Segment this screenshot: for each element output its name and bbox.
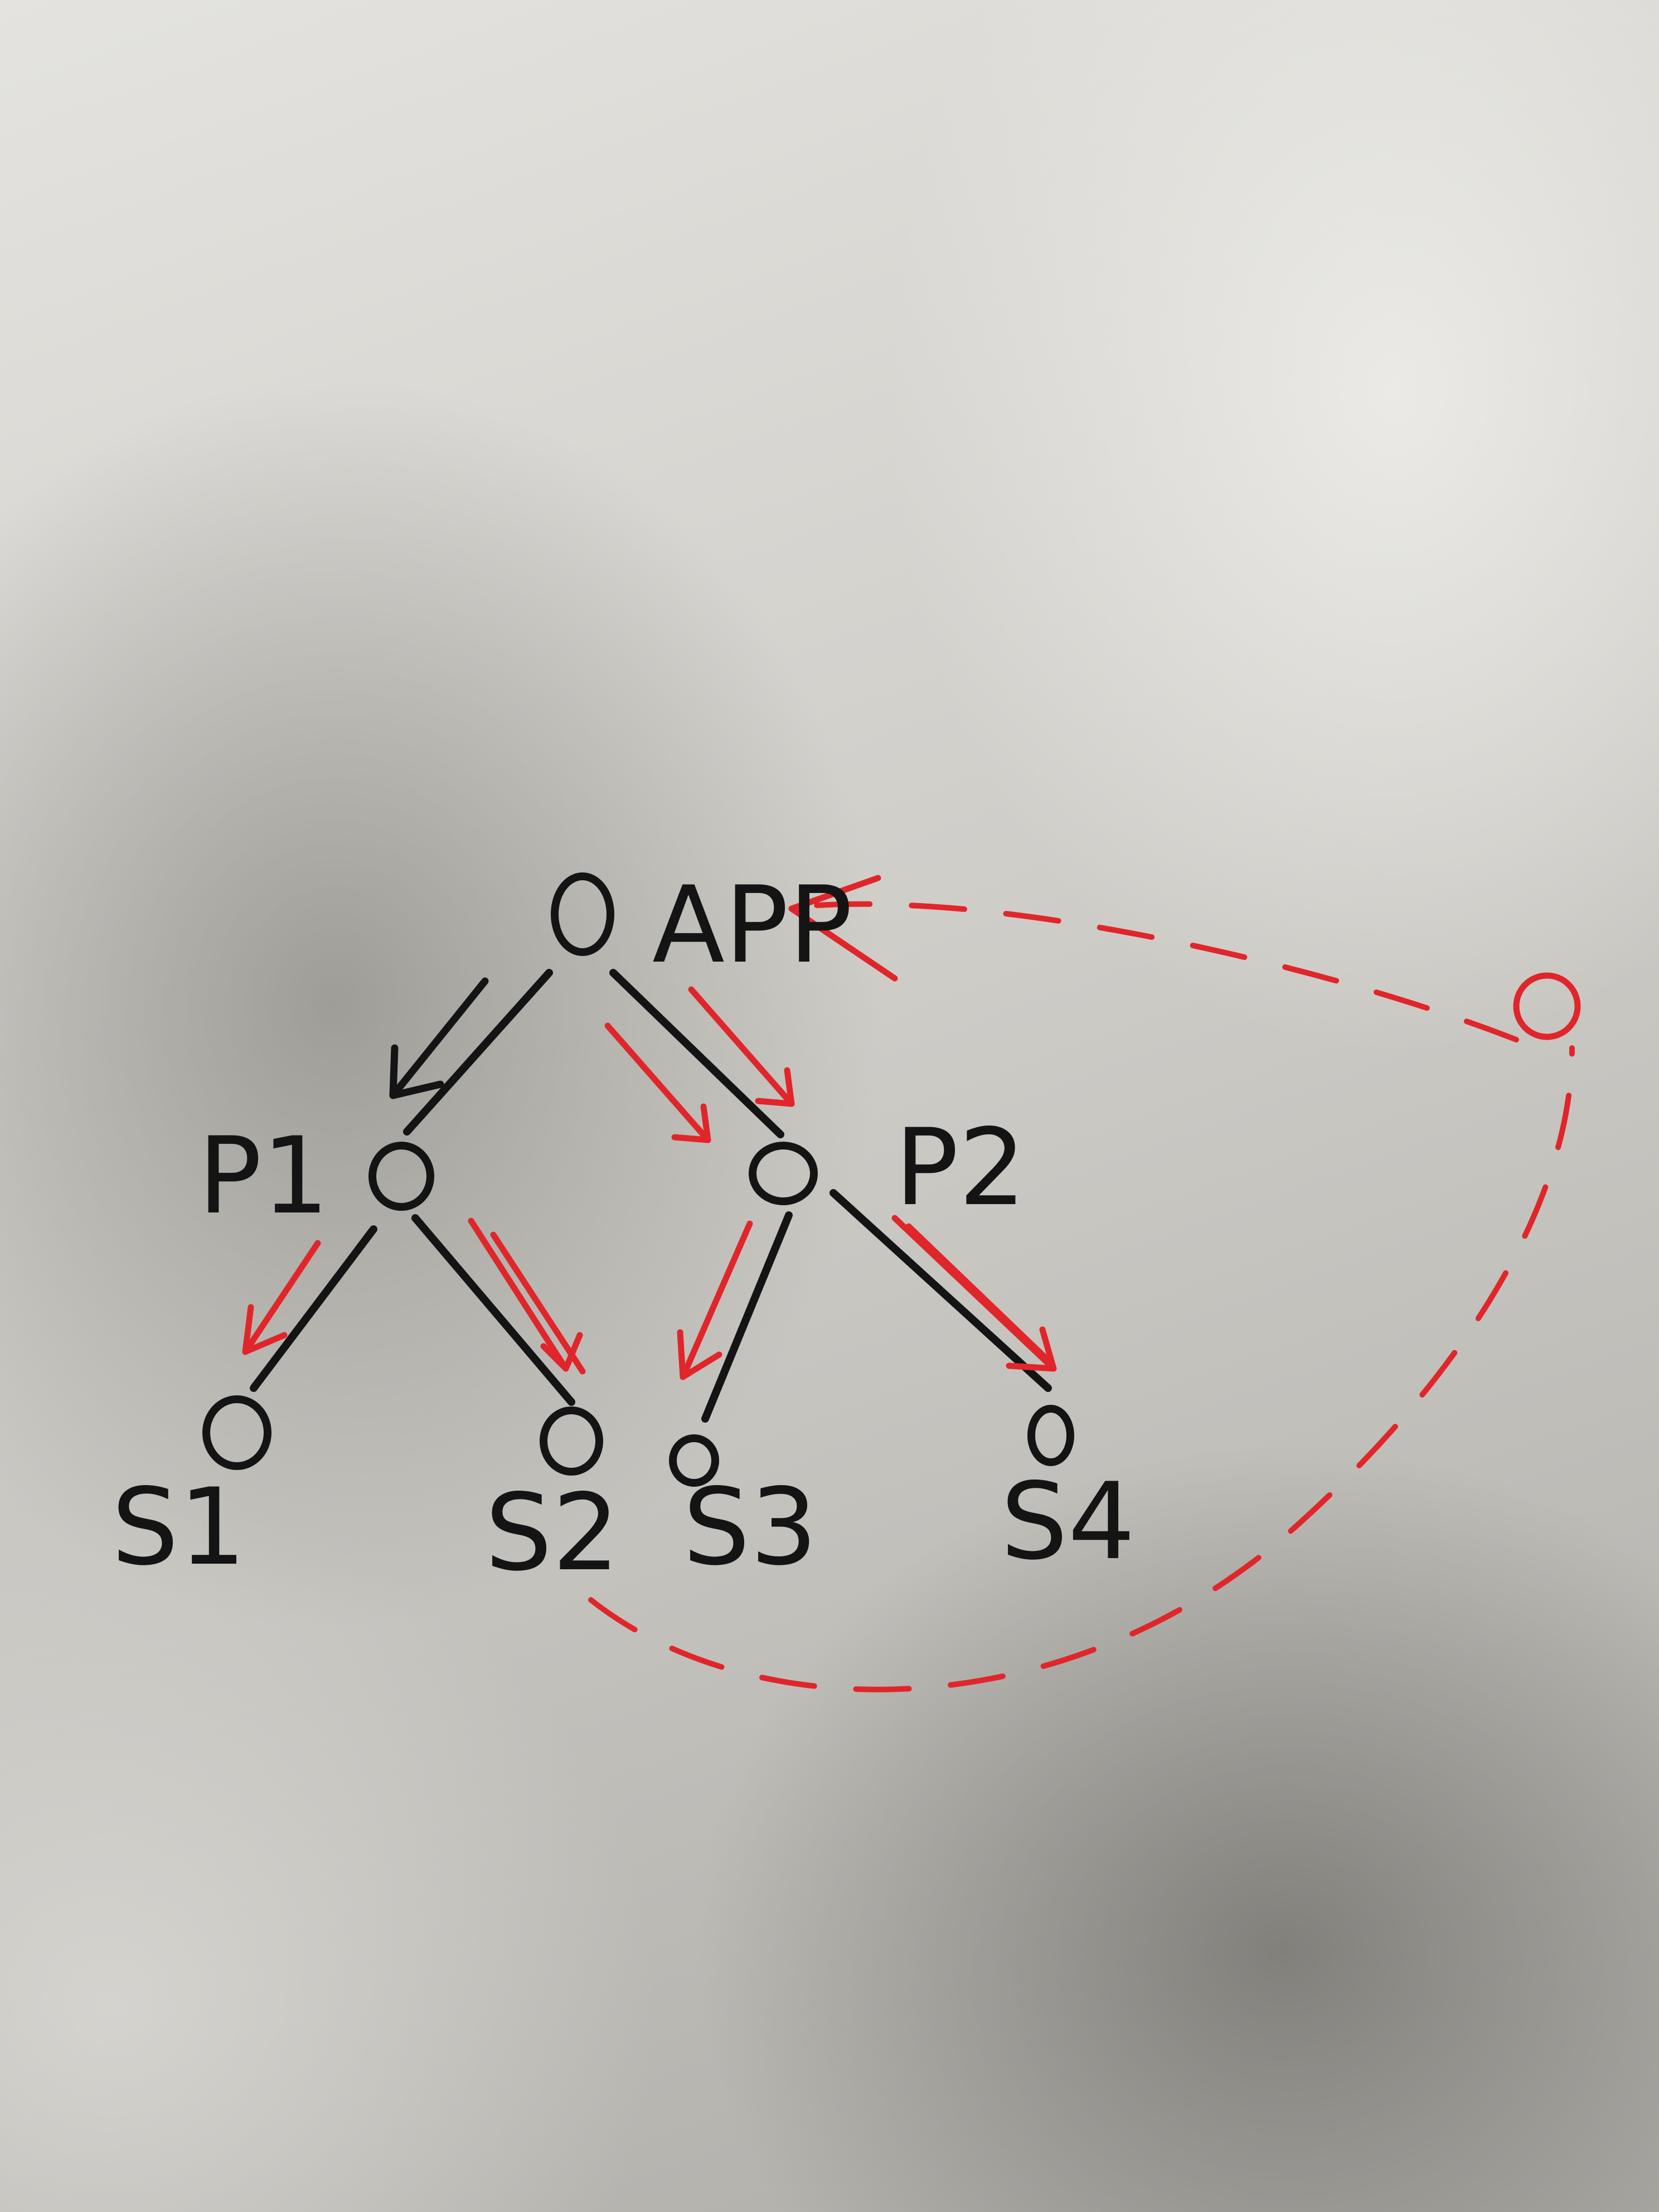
edge-p2-s4 bbox=[830, 1189, 1052, 1392]
label-s2: S2 bbox=[485, 1471, 620, 1594]
edge-p2-s3 bbox=[701, 1211, 793, 1423]
red-arrow-p1-s2-b bbox=[490, 1231, 586, 1375]
black-arrow-app-to-p1 bbox=[389, 977, 489, 1099]
red-arrows bbox=[242, 986, 1057, 1380]
red-arrow-p1-s1 bbox=[242, 1240, 321, 1355]
node-s1 bbox=[202, 1395, 271, 1470]
label-p2: P2 bbox=[895, 1106, 1026, 1229]
red-arrow-p2-s3 bbox=[677, 1220, 753, 1380]
label-s4: S4 bbox=[1001, 1460, 1136, 1583]
edge-p1-s2 bbox=[411, 1214, 575, 1406]
edge-app-p1 bbox=[403, 969, 553, 1136]
node-app bbox=[551, 872, 614, 956]
red-dashed-loop bbox=[588, 875, 1581, 1692]
red-loop-node bbox=[1513, 972, 1581, 1040]
label-app: APP bbox=[652, 864, 852, 987]
node-s2 bbox=[540, 1406, 603, 1476]
edge-app-p2 bbox=[609, 969, 784, 1138]
node-p1 bbox=[368, 1142, 434, 1211]
edge-p1-s1 bbox=[250, 1225, 377, 1392]
red-arrow-app-p2-a bbox=[604, 1022, 711, 1143]
node-s3 bbox=[669, 1434, 719, 1487]
label-s3: S3 bbox=[683, 1466, 818, 1589]
label-p1: P1 bbox=[198, 1114, 329, 1238]
node-labels: APP P1 P2 S1 S2 S3 S4 bbox=[111, 864, 1136, 1594]
tree-nodes bbox=[202, 872, 1074, 1487]
node-p2 bbox=[749, 1142, 818, 1205]
label-s1: S1 bbox=[111, 1466, 246, 1589]
dashed-return-path bbox=[806, 901, 1519, 1042]
dashed-loop-path bbox=[588, 1045, 1575, 1692]
red-arrowhead-at-app bbox=[788, 875, 898, 982]
node-s4 bbox=[1027, 1405, 1074, 1466]
red-arrow-p2-s4 bbox=[891, 1215, 1057, 1372]
tree-edges bbox=[250, 969, 1052, 1423]
red-arrow-app-p2-b bbox=[688, 986, 795, 1107]
